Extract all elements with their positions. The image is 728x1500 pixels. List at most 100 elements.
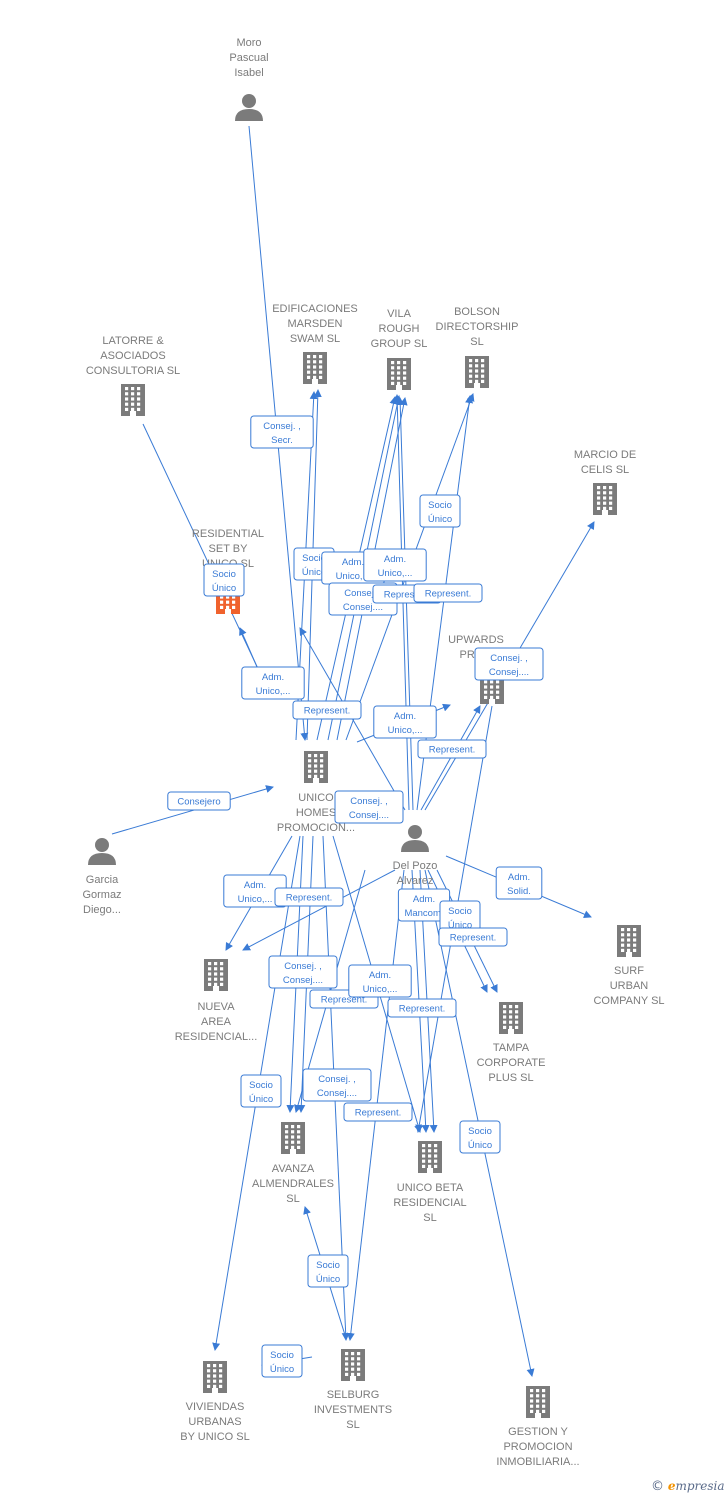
edge-label-text: Consejero — [177, 797, 220, 808]
node-label-line: INVESTMENTS — [314, 1404, 392, 1416]
empresia-logo[interactable]: © empresia — [651, 1479, 725, 1494]
edge-label-box — [203, 563, 245, 597]
node-upwards[interactable]: UPWARDSPRO... — [448, 634, 504, 704]
edge-label-text: Consej. , — [350, 796, 388, 807]
node-label-line: UNICO BETA — [397, 1182, 464, 1194]
edge-label-text: Socio — [302, 553, 326, 564]
edge-label-box — [268, 955, 338, 989]
edge-label-text: Socio — [468, 1126, 492, 1137]
node-label-line: PROMOCION... — [277, 822, 355, 834]
edge-line — [396, 397, 414, 811]
edge-label-text: Unico,... — [378, 568, 413, 579]
edge-label[interactable]: Represent. — [387, 998, 457, 1018]
edge-label[interactable]: Represent. — [417, 739, 487, 759]
edge-line — [242, 869, 396, 951]
edge-label[interactable]: Represent. — [274, 887, 344, 907]
edge-label-text: Consej. , — [344, 588, 382, 599]
edge-label-text: Consej. , — [318, 1074, 356, 1085]
edge-label[interactable]: Adm.Unico,... — [373, 705, 437, 739]
node-label-line: Moro — [236, 37, 261, 49]
edge-label-text: Represent. — [384, 590, 430, 601]
edge-label-text: Adm. — [508, 872, 530, 883]
edge-label[interactable]: Consejero — [167, 791, 231, 811]
node-garcia[interactable]: GarciaGormazDiego... — [82, 838, 122, 916]
edge-label[interactable]: Consej. ,Consej.... — [268, 955, 338, 989]
node-unico-homes[interactable]: UNICOHOMESPROMOCION... — [277, 751, 355, 834]
edge-label-text: Consej.... — [317, 1088, 357, 1099]
edge-label[interactable]: Represent. — [292, 700, 362, 720]
edge-label[interactable]: Adm.Mancom. — [397, 888, 451, 922]
edge-label[interactable]: Represent. — [438, 927, 508, 947]
edge-label[interactable]: Represent. — [343, 1102, 413, 1122]
node-nueva[interactable]: NUEVAAREARESIDENCIAL... — [175, 959, 258, 1043]
edge-label-text: Adm. — [413, 894, 435, 905]
edge-label-text: Represent. — [450, 933, 496, 944]
edge-label-text: Consej.... — [343, 602, 383, 613]
node-label-line: HOMES — [296, 807, 336, 819]
node-label-line: RESIDENCIAL — [393, 1197, 466, 1209]
building-icon — [281, 1122, 305, 1154]
node-label-line: EDIFICACIONES — [272, 303, 358, 315]
edge-label[interactable]: Consej. ,Consej.... — [334, 790, 404, 824]
node-label-line: ASOCIADOS — [100, 350, 165, 362]
edge-label[interactable]: Adm.Unico,... — [363, 548, 427, 582]
node-label-line: Del Pozo — [393, 860, 438, 872]
node-label-line: RESIDENCIAL... — [175, 1031, 258, 1043]
node-label-line: SELBURG — [327, 1389, 380, 1401]
node-label-line: TAMPA — [493, 1042, 530, 1054]
edge-label[interactable]: Adm.Unico,... — [348, 964, 412, 998]
edge-label-text: Adm. — [262, 672, 284, 683]
edge-label-text: Consej. , — [284, 961, 322, 972]
edge-label-box — [363, 548, 427, 582]
node-label-line: Isabel — [234, 67, 263, 79]
edge-label[interactable]: Adm.Solid. — [495, 866, 543, 900]
node-gestion[interactable]: GESTION YPROMOCIONINMOBILIARIA... — [496, 1386, 580, 1468]
edge-label[interactable]: Adm.Unico,... — [241, 666, 305, 700]
node-label-line: PLUS SL — [488, 1072, 533, 1084]
edge-label[interactable]: Consej. , Consej.... — [302, 1068, 372, 1102]
node-label-line: Alvarez — [397, 875, 434, 887]
node-label-line: ALMENDRALES — [252, 1178, 334, 1190]
edge-label[interactable]: Consej. ,Secr. — [250, 415, 314, 449]
building-icon — [303, 352, 327, 384]
edge-label[interactable]: Consej. ,Consej.... — [474, 647, 544, 681]
edge-label-box — [167, 791, 231, 811]
edge-label-text: Socio — [212, 569, 236, 580]
edge-label-text: Único — [212, 583, 236, 594]
node-label-line: CELIS SL — [581, 464, 629, 476]
edge-label-box — [334, 790, 404, 824]
building-icon — [204, 959, 228, 991]
edge-label-text: Consej. , — [490, 653, 528, 664]
edge-label-box — [274, 887, 344, 907]
building-icon — [526, 1386, 550, 1418]
edge-label-text: Adm. — [244, 880, 266, 891]
node-label-line: BY UNICO SL — [180, 1431, 250, 1443]
edge-label-text: Socio — [316, 1260, 340, 1271]
person-icon — [235, 94, 263, 121]
building-icon — [203, 1361, 227, 1393]
edge-label-box — [373, 705, 437, 739]
edge-label-text: Socio — [428, 500, 452, 511]
edge-label-box — [387, 998, 457, 1018]
edge-label[interactable]: Represent. — [413, 583, 483, 603]
